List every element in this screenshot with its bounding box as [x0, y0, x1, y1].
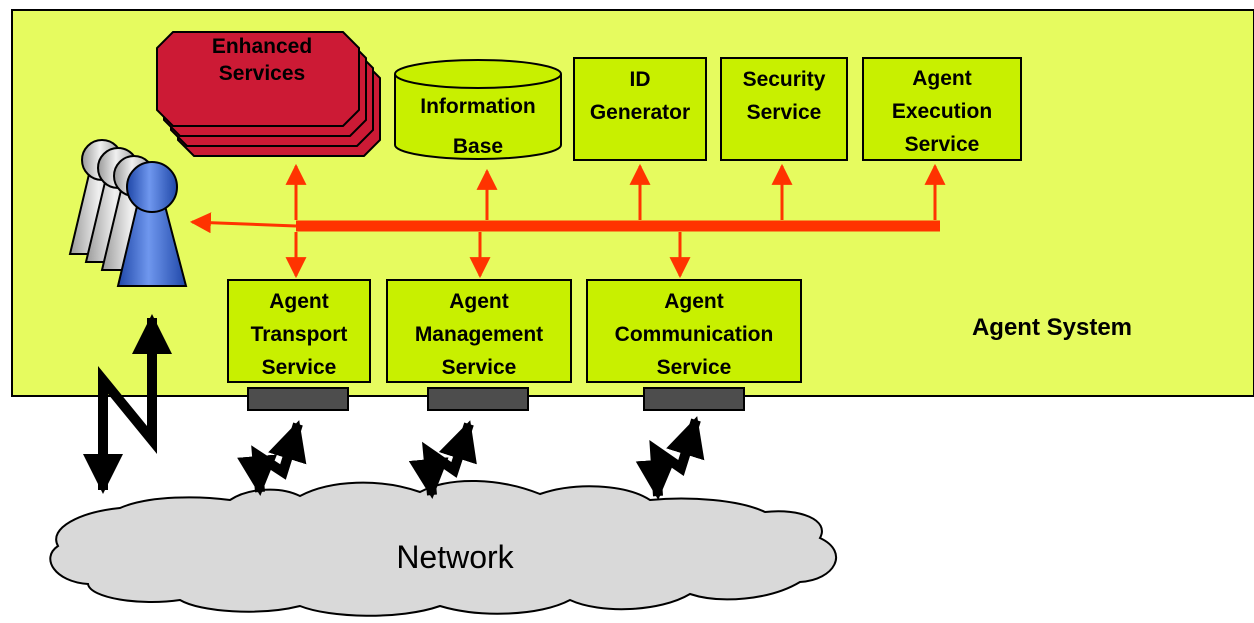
agent-communication-line2: Communication [615, 323, 774, 346]
security-service-line2: Service [747, 101, 822, 124]
agent-management-service: Agent Management Service [386, 279, 572, 383]
service-bus [189, 163, 946, 279]
id-generator: ID Generator [573, 57, 707, 161]
communication-link [635, 416, 705, 500]
information-base-line1: Information [420, 95, 536, 118]
agent-transport-line1: Agent [269, 290, 329, 313]
information-base: Information Base [394, 59, 562, 160]
agent-user-icon [68, 139, 188, 287]
communication-port [643, 387, 745, 411]
agent-execution-line3: Service [905, 133, 980, 156]
information-base-line2: Base [453, 135, 503, 158]
management-link [408, 420, 477, 499]
id-generator-line2: Generator [590, 101, 690, 124]
agent-management-line1: Agent [449, 290, 509, 313]
agent-execution-line2: Execution [892, 100, 992, 123]
agent-management-line3: Service [442, 356, 517, 379]
agent-transport-line2: Transport [251, 323, 348, 346]
agent-management-line2: Management [415, 323, 543, 346]
agent-system-label: Agent System [972, 314, 1132, 341]
database-icon [394, 74, 562, 160]
agent-communication-line1: Agent [664, 290, 724, 313]
agent-execution-line1: Agent [912, 67, 972, 90]
enhanced-services-line2: Services [219, 62, 305, 85]
network-label: Network [396, 539, 514, 575]
id-generator-line1: ID [630, 68, 651, 91]
security-service: Security Service [720, 57, 848, 161]
security-service-line1: Security [743, 68, 826, 91]
enhanced-services-line1: Enhanced [212, 35, 312, 58]
management-port [427, 387, 529, 411]
agent-execution-service: Agent Execution Service [862, 57, 1022, 161]
agent-transport-line3: Service [262, 356, 337, 379]
agent-communication-line3: Service [657, 356, 732, 379]
cloud-icon [49, 480, 837, 617]
agent-communication-service: Agent Communication Service [586, 279, 802, 383]
enhanced-services: Enhanced Services [156, 31, 381, 157]
lightning-link-icon [83, 314, 172, 494]
agent-transport-service: Agent Transport Service [227, 279, 371, 383]
transport-port [247, 387, 349, 411]
transport-link [237, 420, 307, 496]
